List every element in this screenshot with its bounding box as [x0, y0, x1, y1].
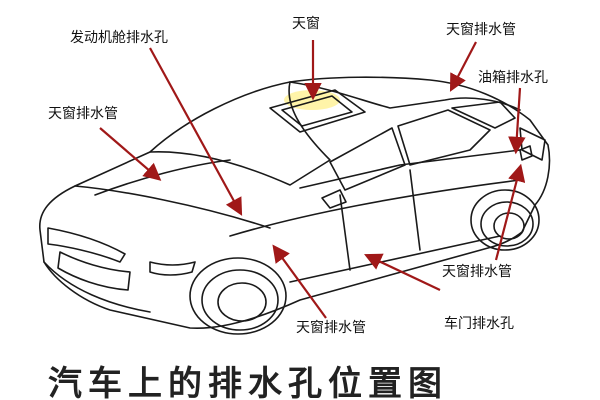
front-side-window	[329, 127, 406, 191]
rear-wheel-arch	[470, 189, 540, 251]
headlight-right	[149, 261, 196, 276]
front-wheel-rim	[217, 282, 267, 322]
sill-line	[289, 235, 501, 283]
windshield	[149, 81, 331, 186]
label-door-drain: 车门排水孔	[444, 316, 514, 332]
rear-wheel-rim	[493, 212, 525, 240]
label-engine-drain: 发动机舱排水孔	[70, 30, 168, 46]
grille	[57, 251, 131, 291]
arrow-sunroof-drain-bottom	[272, 244, 327, 319]
quarter-window	[451, 101, 516, 129]
front-door-line	[339, 194, 351, 271]
belt-line	[299, 149, 521, 189]
label-sunroof-drain-front-left: 天窗排水管	[48, 106, 118, 122]
label-sunroof-drain-bottom: 天窗排水管	[296, 320, 366, 336]
hood-crease	[94, 159, 231, 196]
rear-wheel-tire	[480, 201, 534, 247]
label-sunroof-drain-rear: 天窗排水管	[446, 22, 516, 38]
rear-side-window	[397, 109, 491, 166]
body-crease	[229, 179, 521, 237]
page-title: 汽车上的排水孔位置图	[48, 364, 448, 400]
hood-edge	[74, 185, 271, 229]
label-sunroof-drain-rear-right: 天窗排水管	[442, 264, 512, 280]
fuel-cap	[519, 145, 533, 161]
front-wheel-arch	[189, 257, 287, 335]
sunroof-inner	[281, 95, 353, 127]
front-wheel-tire	[201, 269, 279, 331]
arrow-fuel-tank-drain	[508, 87, 526, 155]
label-fuel-tank-drain: 油箱排水孔	[478, 70, 548, 86]
arrow-sunroof-drain-rear-right	[494, 163, 526, 261]
label-sunroof: 天窗	[292, 16, 320, 32]
roof-line	[289, 81, 521, 111]
arrow-door-drain	[364, 253, 441, 291]
headlight-left	[47, 227, 126, 263]
side-mirror	[321, 189, 347, 209]
arrow-engine-drain	[149, 47, 243, 216]
front-bumper	[43, 261, 151, 313]
arrow-sunroof-drain-rear	[449, 41, 477, 92]
arrow-sunroof-drain-front-left	[99, 127, 162, 181]
rear-door-line	[409, 169, 421, 251]
